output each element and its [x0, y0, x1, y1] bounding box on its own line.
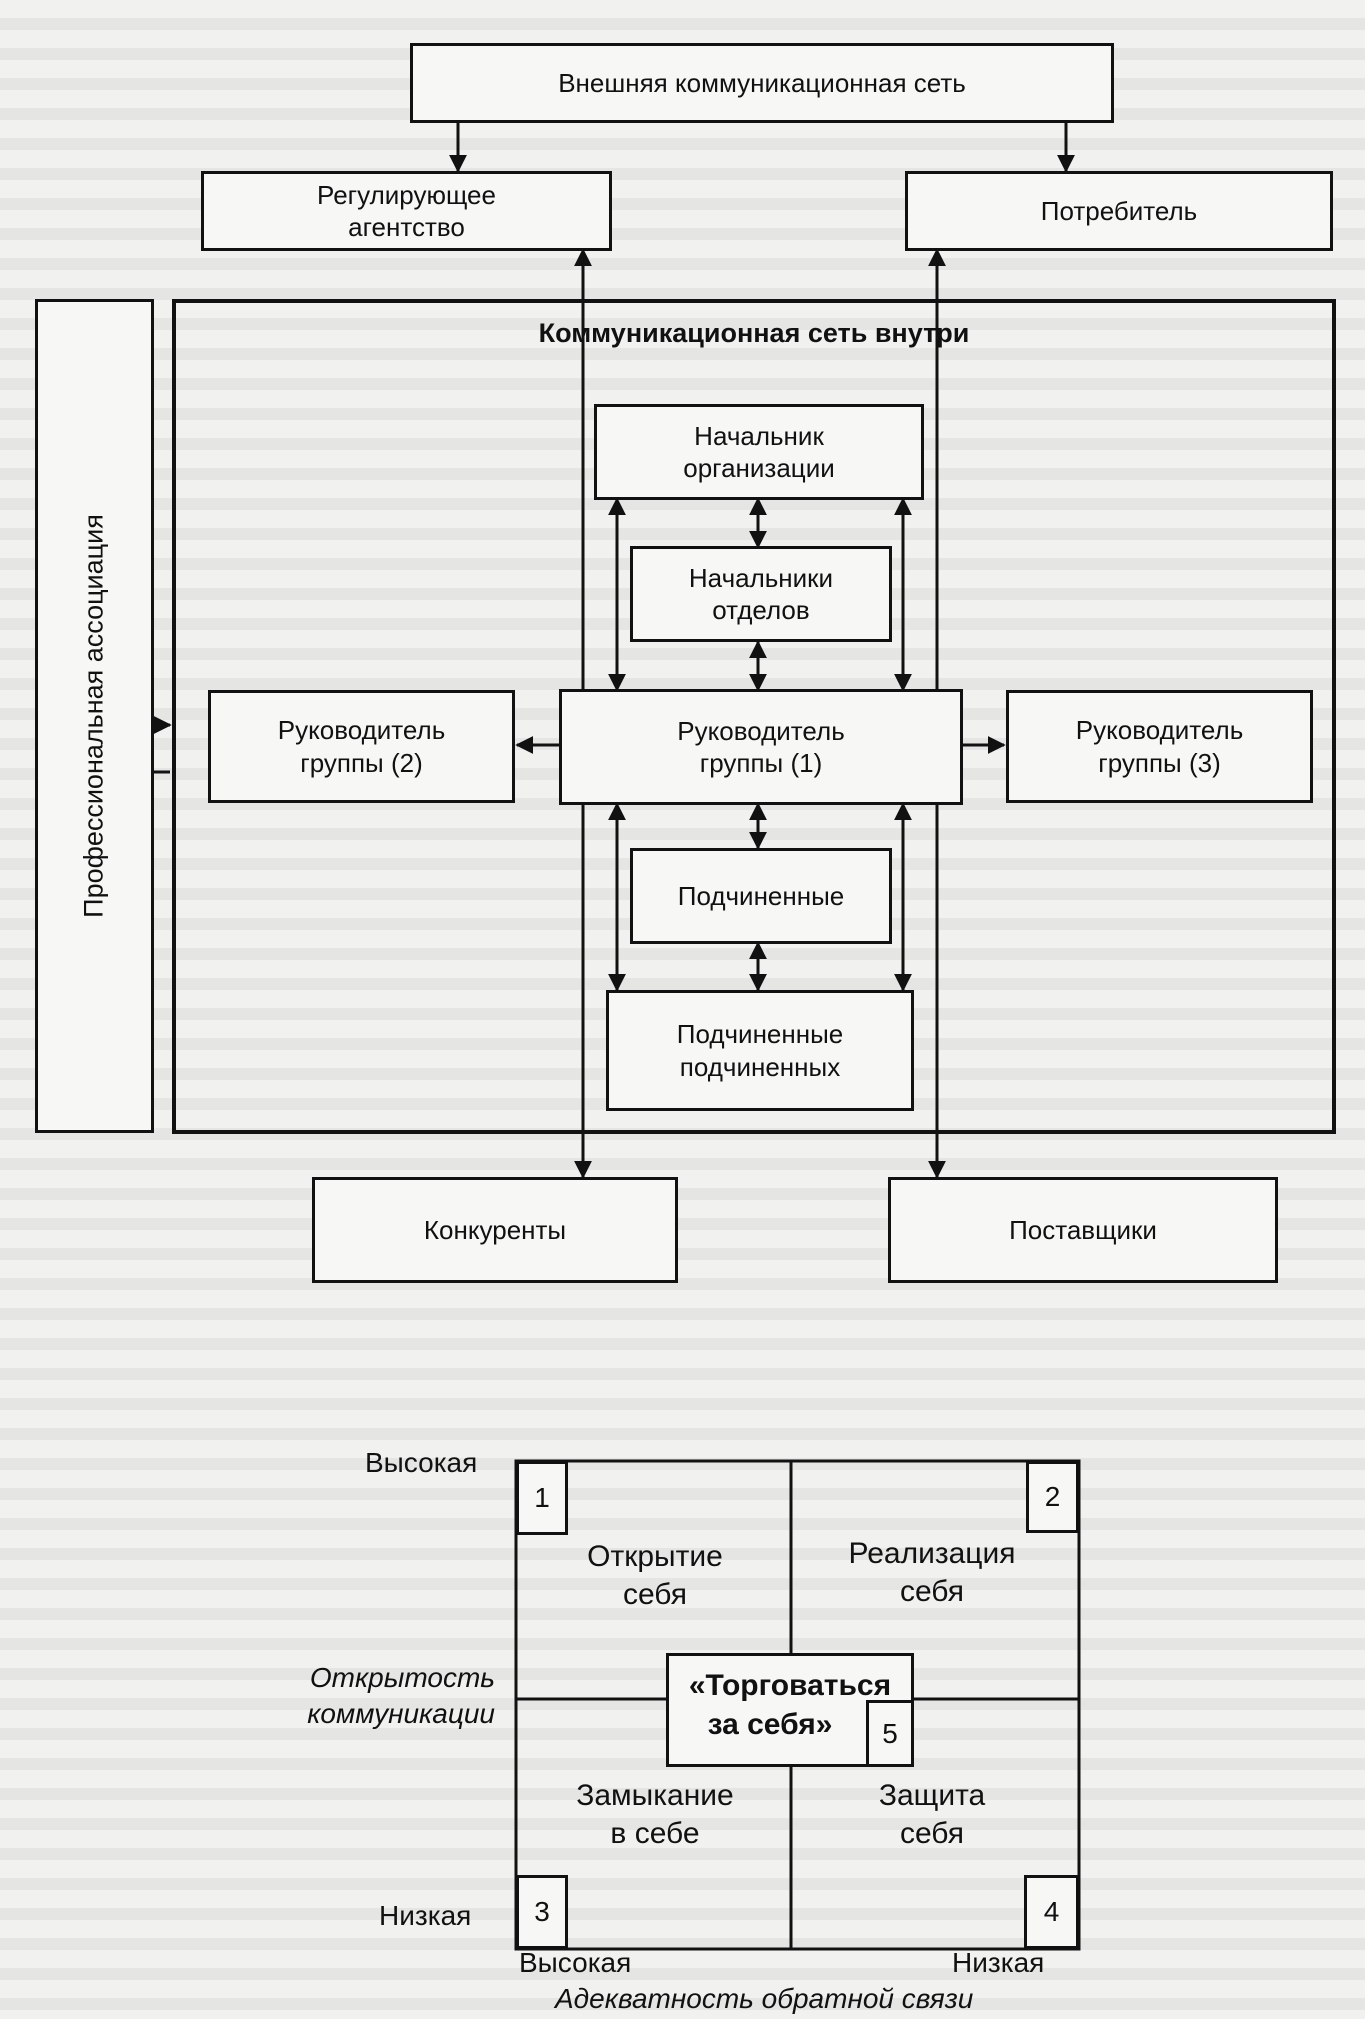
- quadrant-4-line1: Защита: [878, 1779, 986, 1812]
- quadrant-2-number: 2: [1026, 1461, 1079, 1533]
- group-leader-3-box: Руководитель группы (3): [1006, 690, 1313, 803]
- quadrant-3-text: Замыкание в себе: [540, 1777, 770, 1852]
- quadrant-4-line2: себя: [899, 1816, 965, 1850]
- quadrant-4-number: 4: [1024, 1875, 1079, 1949]
- matrix-x-axis-title: Адекватность обратной связи: [555, 1983, 974, 2014]
- group-leader-3-line1: Руководитель: [1075, 715, 1244, 745]
- quadrant-5-line2: за себя»: [707, 1708, 833, 1741]
- matrix-x-low-label: Низкая: [952, 1947, 1045, 1978]
- regulating-agency-box: Регулирующее агентство: [201, 171, 612, 251]
- consumer-label: Потребитель: [1040, 195, 1198, 226]
- matrix-y-low-label: Низкая: [379, 1900, 472, 1931]
- quadrant-1-line2: себя: [622, 1577, 688, 1611]
- group-leader-3-line2: группы (3): [1098, 747, 1221, 778]
- external-network-label: Внешняя коммуникационная сеть: [558, 67, 966, 98]
- quadrant-2-line2: себя: [899, 1574, 965, 1608]
- matrix-x-high-label: Высокая: [519, 1947, 632, 1978]
- competitors-box: Конкуренты: [312, 1177, 678, 1283]
- internal-network-frame: [172, 299, 1336, 1134]
- matrix-y-axis-line1: Открытость: [309, 1662, 495, 1693]
- group-leader-1-line1: Руководитель: [677, 715, 845, 746]
- professional-association-box: [35, 299, 154, 1133]
- heads-of-departments-line1: Начальники: [688, 562, 834, 593]
- group-leader-2-line1: Руководитель: [277, 715, 446, 745]
- head-of-organization-line2: организации: [683, 453, 835, 483]
- quadrant-5-line1: «Торговаться: [688, 1669, 892, 1702]
- subsub-line2: подчиненных: [679, 1051, 841, 1082]
- head-of-organization-box: Начальник организации: [594, 404, 924, 500]
- consumer-box: Потребитель: [905, 171, 1333, 251]
- matrix-frame: [514, 1459, 1081, 1951]
- professional-association-label: Профессиональная ассоциация: [78, 514, 109, 918]
- quadrant-5-number: 5: [866, 1700, 914, 1767]
- quadrant-4-text: Защита себя: [812, 1777, 1052, 1852]
- quadrant-3-number: 3: [516, 1875, 568, 1949]
- internal-network-title: Коммуникационная сеть внутри: [538, 318, 970, 348]
- suppliers-box: Поставщики: [888, 1177, 1278, 1283]
- matrix-y-axis-line2: коммуникации: [307, 1698, 495, 1730]
- quadrant-1-line1: Открытие: [587, 1540, 723, 1573]
- head-of-organization-line1: Начальник: [694, 420, 824, 451]
- competitors-label: Конкуренты: [423, 1214, 567, 1245]
- regulating-agency-label-line1: Регулирующее: [317, 179, 496, 210]
- group-leader-1-box: Руководитель группы (1): [559, 689, 963, 805]
- external-network-box: Внешняя коммуникационная сеть: [410, 43, 1114, 123]
- regulating-agency-label-line2: агентство: [348, 212, 465, 242]
- group-leader-2-box: Руководитель группы (2): [208, 690, 515, 803]
- group-leader-1-line2: группы (1): [699, 748, 823, 778]
- heads-of-departments-box: Начальники отделов: [630, 546, 892, 642]
- quadrant-2-text: Реализация себя: [812, 1535, 1052, 1610]
- quadrant-3-line2: в себе: [610, 1816, 700, 1850]
- quadrant-1-text: Открытие себя: [540, 1538, 770, 1613]
- matrix-y-axis-title: Открытость коммуникации: [283, 1660, 495, 1733]
- group-leader-2-line2: группы (2): [300, 747, 423, 778]
- subordinates-box: Подчиненные: [630, 848, 892, 944]
- heads-of-departments-line2: отделов: [712, 595, 810, 625]
- suppliers-label: Поставщики: [1009, 1214, 1157, 1245]
- subordinates-label: Подчиненные: [677, 880, 845, 911]
- quadrant-3-line1: Замыкание: [576, 1779, 734, 1812]
- quadrant-1-number: 1: [516, 1461, 568, 1535]
- matrix-y-high-label: Высокая: [365, 1447, 478, 1478]
- quadrant-2-line1: Реализация: [848, 1537, 1016, 1570]
- subsub-line1: Подчиненные: [676, 1019, 844, 1049]
- subordinates-of-subordinates-box: Подчиненные подчиненных: [606, 990, 914, 1111]
